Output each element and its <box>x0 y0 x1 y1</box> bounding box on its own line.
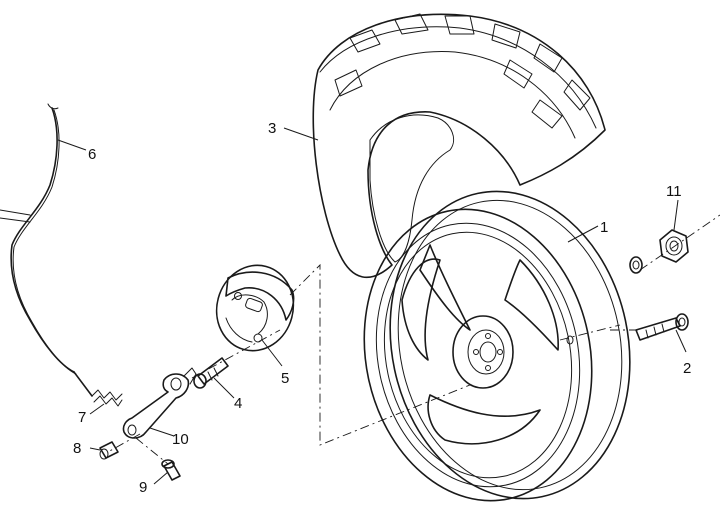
callout-11: 11 <box>666 183 682 200</box>
valve-stem <box>635 313 689 341</box>
callout-1: 1 <box>600 219 608 236</box>
screw <box>161 459 181 481</box>
washer <box>629 256 643 274</box>
brake-lever <box>122 367 197 439</box>
callout-labels: 1 2 3 4 5 6 7 8 9 10 11 <box>73 120 691 496</box>
callout-8: 8 <box>73 440 81 457</box>
pin <box>99 441 119 460</box>
callout-9: 9 <box>139 479 147 496</box>
tire <box>312 13 606 279</box>
callout-7: 7 <box>78 409 86 426</box>
brake-shoes <box>215 264 295 352</box>
callout-3: 3 <box>268 120 276 137</box>
brake-cam-bolt <box>193 357 229 389</box>
return-spring <box>91 389 123 407</box>
wheel-rim <box>363 190 631 502</box>
callout-6: 6 <box>88 146 96 163</box>
assembly-lines <box>107 214 720 465</box>
leader-lines <box>57 127 687 485</box>
axle-nut <box>659 229 689 263</box>
callout-4: 4 <box>234 395 242 412</box>
callout-10: 10 <box>172 431 189 448</box>
callout-5: 5 <box>281 370 289 387</box>
brake-cable <box>0 103 93 397</box>
callout-2: 2 <box>683 360 691 377</box>
